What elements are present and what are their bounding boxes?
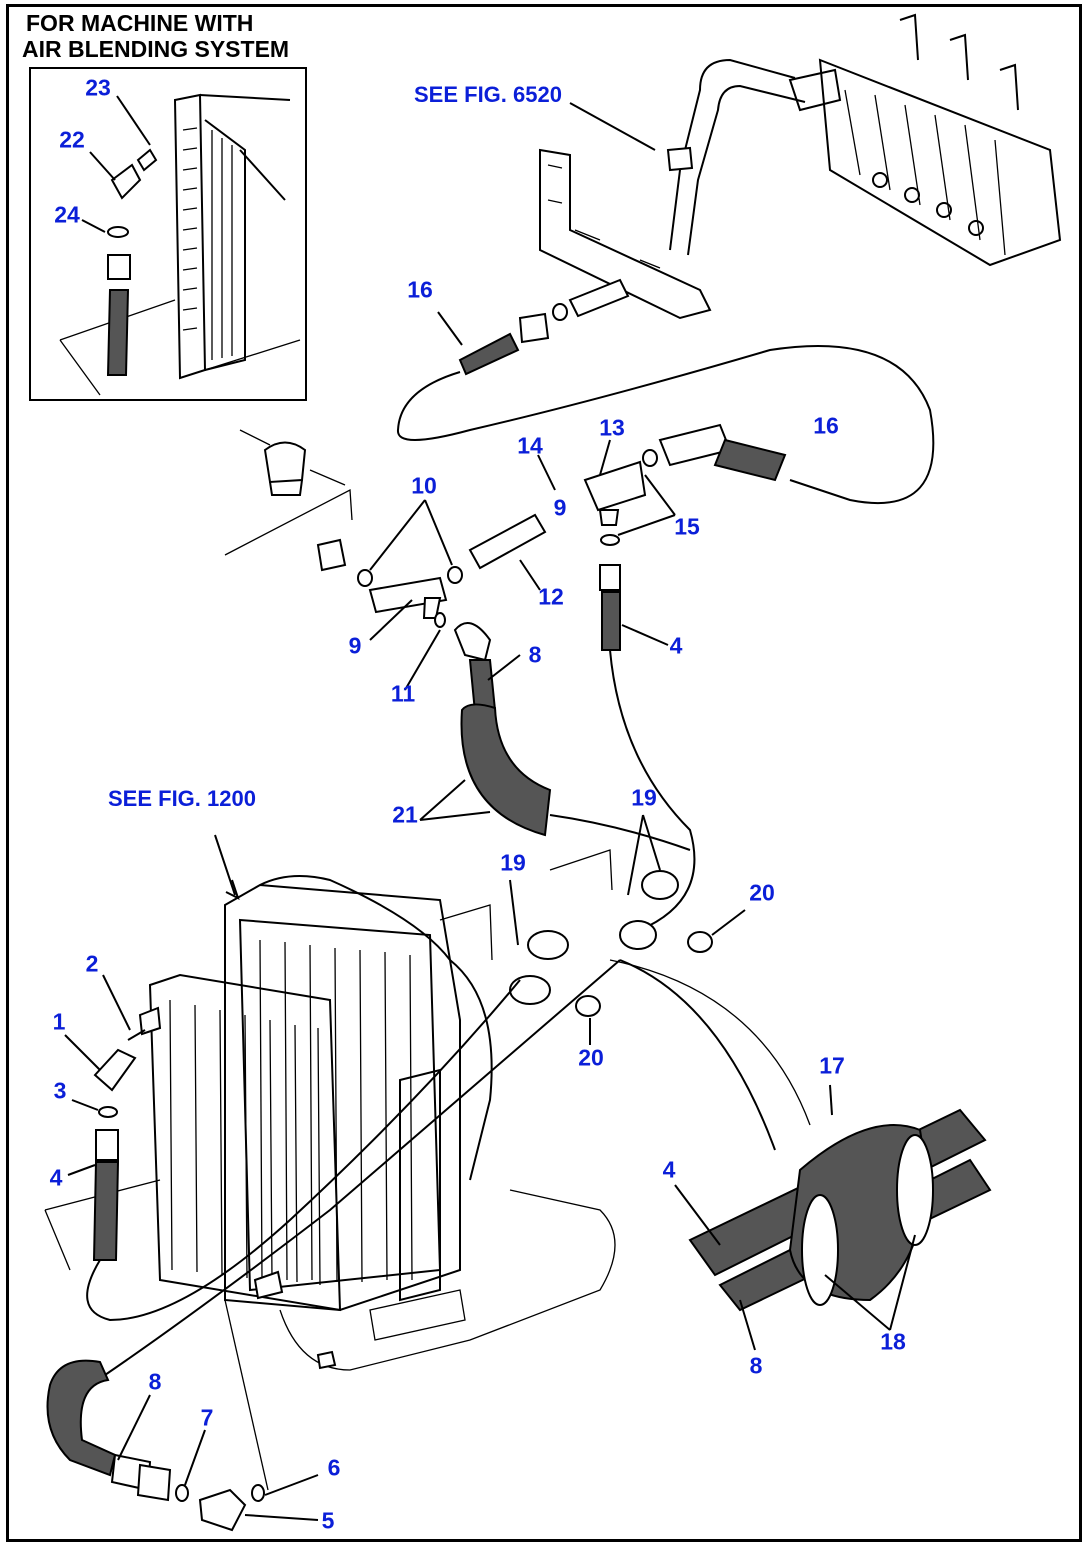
knob-drawing [224, 429, 353, 556]
control-valve-drawing [788, 13, 1062, 267]
callout-8-bundle: 8 [749, 1352, 763, 1379]
callout-8-lower: 8 [148, 1368, 162, 1395]
callout-3: 3 [53, 1077, 67, 1104]
callout-1: 1 [52, 1008, 66, 1035]
hose-8-lower [46, 1359, 117, 1477]
reference-fig-1200: SEE FIG. 1200 [108, 786, 256, 811]
mounting-bracket-drawing [539, 148, 712, 320]
callout-9-upper: 9 [553, 494, 567, 521]
callout-4-left: 4 [49, 1164, 63, 1191]
hose-guard-21 [460, 703, 552, 837]
radiator-drawing [44, 875, 616, 1371]
clamps-drawing [439, 849, 713, 1017]
callout-7: 7 [200, 1404, 214, 1431]
diagram-frame [6, 4, 1082, 1542]
callout-2: 2 [85, 950, 99, 977]
callout-20-right: 20 [749, 879, 775, 906]
hose-bundle-drawing [688, 1108, 992, 1312]
callout-9-lower: 9 [348, 632, 362, 659]
callout-11: 11 [390, 680, 416, 707]
callout-19-right: 19 [631, 784, 657, 811]
callout-17: 17 [819, 1052, 845, 1079]
reference-fig-6520: SEE FIG. 6520 [414, 82, 562, 107]
callout-4-bundle: 4 [662, 1156, 676, 1183]
callout-6: 6 [327, 1454, 341, 1481]
callout-14: 14 [517, 432, 543, 459]
inset-title-line2: AIR BLENDING SYSTEM [22, 36, 290, 62]
callout-4-upper: 4 [669, 632, 683, 659]
callout-5: 5 [321, 1507, 335, 1534]
pipe-to-valve [669, 58, 796, 251]
callout-16-upper: 16 [407, 276, 433, 303]
callout-15: 15 [674, 513, 700, 540]
callout-16-right: 16 [813, 412, 839, 439]
callout-10: 10 [411, 472, 437, 499]
callout-19-left: 19 [500, 849, 526, 876]
callout-12: 12 [538, 583, 564, 610]
callout-20-lower: 20 [578, 1044, 604, 1071]
inset-title-line1: FOR MACHINE WITH [26, 10, 254, 36]
callout-23: 23 [85, 74, 111, 101]
callout-22: 22 [59, 126, 85, 153]
inset-box [29, 67, 307, 401]
callout-8-upper: 8 [528, 641, 542, 668]
inset-radiator-drawing [59, 93, 301, 396]
callout-24: 24 [54, 201, 80, 228]
callout-18: 18 [880, 1328, 906, 1355]
callout-21: 21 [392, 801, 418, 828]
leader-lines [64, 95, 916, 1521]
callout-13: 13 [599, 414, 625, 441]
hose-16 [397, 345, 935, 505]
